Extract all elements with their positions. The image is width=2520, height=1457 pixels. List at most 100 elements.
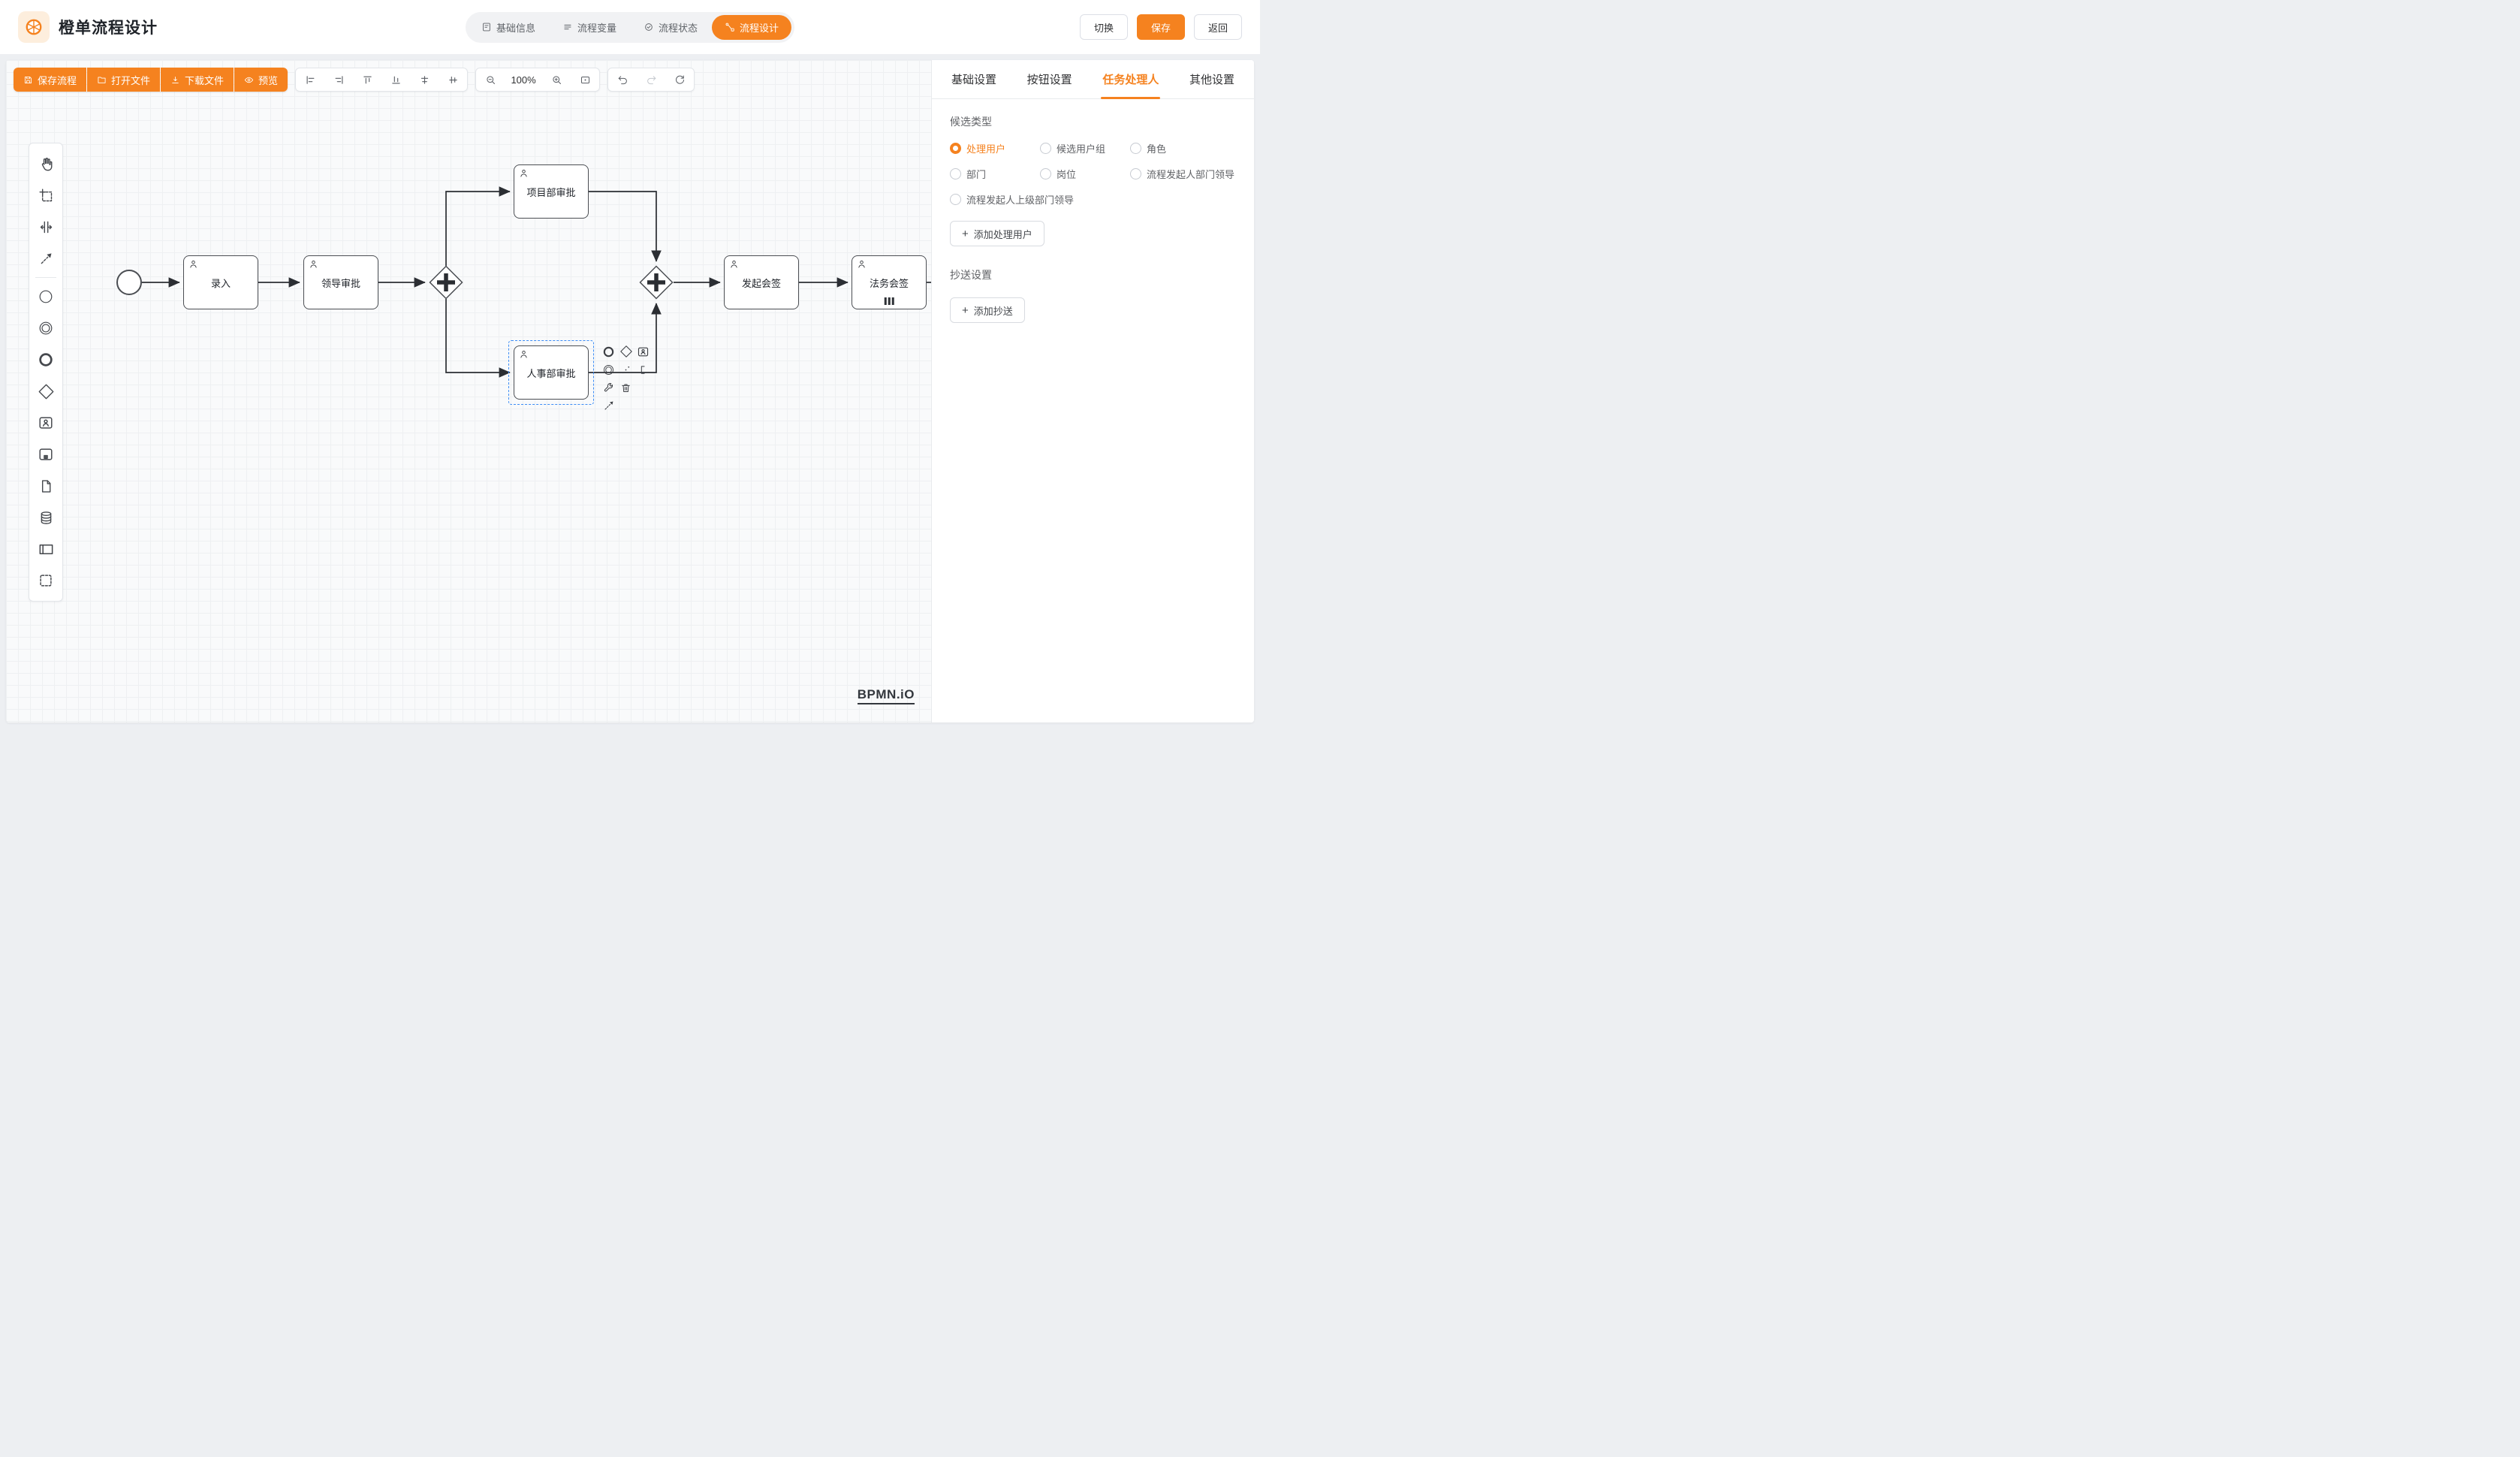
align-left-button[interactable] [296,68,324,91]
fit-viewport-button[interactable] [571,68,599,91]
align-middle-button[interactable] [439,68,467,91]
radio-initiator-dept-leader[interactable]: 流程发起人部门领导 [1130,167,1234,181]
align-top-button[interactable] [353,68,381,91]
radio-handle-user[interactable]: 处理用户 [950,141,1040,155]
create-data-store[interactable] [32,502,59,533]
refresh-button[interactable] [665,68,694,91]
tab-other-settings[interactable]: 其他设置 [1189,74,1234,86]
radio-candidate-user-group[interactable]: 候选用户组 [1040,141,1130,155]
global-connect-tool[interactable] [32,243,59,274]
radio-icon [1040,143,1051,154]
data-store-icon [38,510,54,526]
align-center-button[interactable] [410,68,439,91]
align-bottom-button[interactable] [381,68,410,91]
preview-button[interactable]: 预览 [234,68,288,92]
task-label: 领导审批 [321,277,360,289]
nav-tab-label: 流程设计 [740,22,779,34]
back-button[interactable]: 返回 [1193,14,1242,40]
end-event-icon [38,351,54,368]
parallel-gateway-split[interactable] [429,265,463,300]
redo-button[interactable] [637,68,665,91]
radio-initiator-upper-dept-leader[interactable]: 流程发起人上级部门领导 [950,192,1074,207]
radio-post[interactable]: 岗位 [1040,167,1130,181]
append-end-event-icon[interactable] [601,343,616,360]
save-process-button[interactable]: 保存流程 [14,68,87,92]
task-node-entry[interactable]: 录入 [183,255,258,309]
task-label: 项目部审批 [526,186,576,198]
nav-tab-label: 基础信息 [496,22,535,34]
radio-icon [1130,143,1141,154]
radio-icon [1130,168,1141,179]
trash-icon[interactable] [618,379,634,396]
nav-tab-process-status[interactable]: 流程状态 [631,15,710,40]
tab-basic-settings[interactable]: 基础设置 [951,74,997,86]
preview-label: 预览 [258,74,279,86]
spacer [635,379,651,396]
nav-tab-process-design[interactable]: 流程设计 [712,14,792,40]
app-logo [18,11,50,43]
radio-row: 部门 岗位 流程发起人部门领导 [950,167,1236,181]
start-event-node[interactable] [116,270,142,295]
task-node-countersign[interactable]: 发起会签 [724,255,799,309]
create-intermediate-event[interactable] [32,312,59,344]
create-user-task[interactable] [32,407,59,439]
radio-role[interactable]: 角色 [1130,141,1166,155]
task-label: 发起会签 [741,277,781,289]
task-node-leader-approval[interactable]: 领导审批 [303,255,378,309]
task-node-project-approval[interactable]: 项目部审批 [514,164,589,219]
align-right-button[interactable] [324,68,353,91]
create-data-object[interactable] [32,470,59,502]
create-participant[interactable] [32,533,59,565]
radio-label: 角色 [1147,143,1167,155]
create-start-event[interactable] [32,281,59,312]
text-annotation-icon[interactable] [635,361,651,378]
file-button-group: 保存流程 打开文件 下载文件 预览 [14,68,288,92]
form-icon [481,22,492,32]
space-tool[interactable] [32,211,59,243]
save-process-label: 保存流程 [38,74,77,86]
zoom-in-button[interactable] [542,68,571,91]
connect-dots-icon[interactable] [618,361,634,378]
append-gateway-icon[interactable] [618,343,634,360]
redo-icon [646,74,657,86]
nav-tab-basic-info[interactable]: 基础信息 [469,15,548,40]
hand-tool[interactable] [32,148,59,179]
nav-tab-process-variables[interactable]: 流程变量 [550,15,629,40]
zoom-out-button[interactable] [476,68,505,91]
add-cc-button[interactable]: + 添加抄送 [950,297,1025,323]
user-icon [519,349,529,359]
undo-button[interactable] [608,68,637,91]
append-intermediate-event-icon[interactable] [601,361,616,378]
download-file-button[interactable]: 下载文件 [161,68,234,92]
lasso-tool[interactable] [32,179,59,211]
parallel-gateway-join[interactable] [639,265,674,300]
sequence-flow-icon[interactable] [601,397,616,414]
radio-department[interactable]: 部门 [950,167,1040,181]
tab-button-settings[interactable]: 按钮设置 [1026,74,1072,86]
candidate-type-title: 候选类型 [950,116,992,128]
create-end-event[interactable] [32,344,59,376]
plus-icon: + [962,303,969,317]
connect-icon [38,251,54,267]
plus-icon: + [962,227,969,240]
eye-icon [244,75,254,85]
task-label: 人事部审批 [526,367,576,379]
save-button[interactable]: 保存 [1136,14,1185,40]
create-group[interactable] [32,565,59,596]
cc-settings-title: 抄送设置 [950,269,992,281]
append-user-task-icon[interactable] [635,343,651,360]
panel-content: 候选类型 处理用户 候选用户组 角色 部门 [932,99,1254,338]
zoom-out-icon [485,74,496,86]
create-gateway[interactable] [32,376,59,407]
add-handler-button[interactable]: + 添加处理用户 [950,221,1044,246]
create-subprocess[interactable] [32,439,59,470]
wrench-icon[interactable] [601,379,616,396]
tab-task-assignee[interactable]: 任务处理人 [1101,60,1161,99]
bpmn-io-watermark[interactable]: BPMN.iO [857,687,915,704]
switch-button[interactable]: 切换 [1079,14,1128,40]
task-node-hr-approval[interactable]: 人事部审批 [514,345,589,400]
open-file-button[interactable]: 打开文件 [87,68,161,92]
bpmn-canvas[interactable]: 保存流程 打开文件 下载文件 预览 [6,60,931,722]
task-node-legal-countersign[interactable]: 法务会签 [852,255,927,309]
lasso-icon [38,188,54,204]
